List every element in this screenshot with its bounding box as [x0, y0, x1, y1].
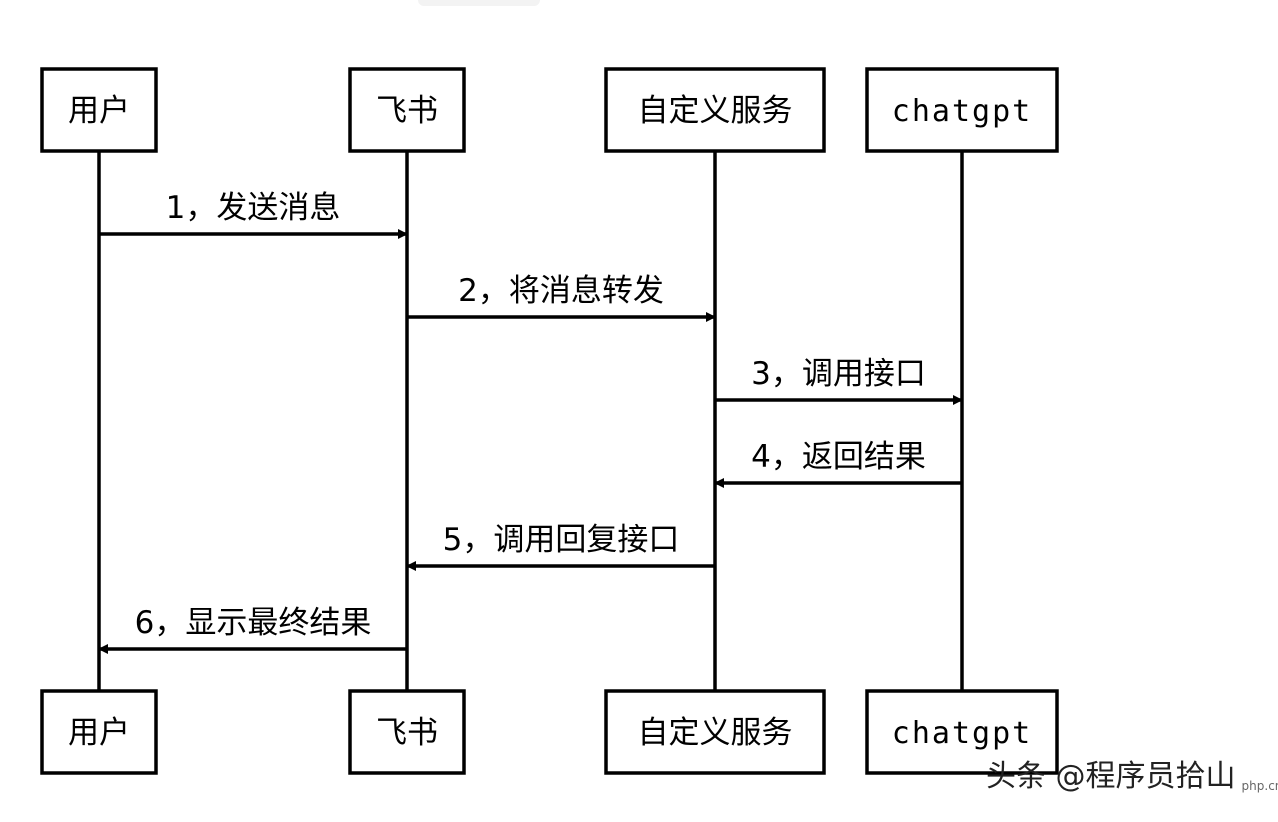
- message-3: 3，调用接口: [715, 356, 963, 405]
- actor-label-bottom-user: 用户: [68, 715, 130, 751]
- actor-bottom-service: 自定义服务: [604, 689, 826, 775]
- message-label-1: 1，发送消息: [166, 190, 341, 226]
- actor-top-chatgpt: chatgpt: [865, 67, 1059, 153]
- actor-top-user: 用户: [40, 67, 158, 153]
- actor-box-bottom-chatgpt: [865, 689, 1059, 775]
- actor-box-top-user: [40, 67, 158, 153]
- watermark-sub: php.cn: [1241, 779, 1278, 793]
- actor-label-bottom-service: 自定义服务: [638, 715, 793, 751]
- actor-box-bottom-user: [40, 689, 158, 775]
- actor-box-bottom-service: [604, 689, 826, 775]
- actor-top-feishu: 飞书: [348, 67, 466, 153]
- actor-label-top-chatgpt: chatgpt: [892, 94, 1032, 129]
- message-1: 1，发送消息: [99, 190, 408, 239]
- actor-top-service: 自定义服务: [604, 67, 826, 153]
- message-5: 5，调用回复接口: [406, 522, 715, 571]
- actor-bottom-user: 用户: [40, 689, 158, 775]
- actor-label-top-user: 用户: [68, 93, 130, 129]
- message-6: 6，显示最终结果: [98, 605, 407, 654]
- watermark-text: 头条 @程序员拾山: [986, 759, 1236, 794]
- message-label-6: 6，显示最终结果: [135, 605, 372, 641]
- message-label-4: 4，返回结果: [751, 439, 926, 475]
- message-2: 2，将消息转发: [407, 273, 716, 322]
- message-4: 4，返回结果: [714, 439, 962, 488]
- message-label-3: 3，调用接口: [751, 356, 926, 392]
- actor-box-top-chatgpt: [865, 67, 1059, 153]
- actor-box-top-feishu: [348, 67, 466, 153]
- actor-bottom-chatgpt: chatgpt: [865, 689, 1059, 775]
- top-smudge: [418, 0, 540, 6]
- actor-label-top-feishu: 飞书: [376, 93, 438, 129]
- message-label-5: 5，调用回复接口: [443, 522, 680, 558]
- actor-box-top-service: [604, 67, 826, 153]
- message-label-2: 2，将消息转发: [458, 273, 664, 309]
- actor-label-top-service: 自定义服务: [638, 93, 793, 129]
- actor-box-bottom-feishu: [348, 689, 466, 775]
- watermark: 头条 @程序员拾山 php.cn: [986, 759, 1278, 794]
- actor-label-bottom-feishu: 飞书: [376, 715, 438, 751]
- actor-label-bottom-chatgpt: chatgpt: [892, 716, 1032, 751]
- actor-bottom-feishu: 飞书: [348, 689, 466, 775]
